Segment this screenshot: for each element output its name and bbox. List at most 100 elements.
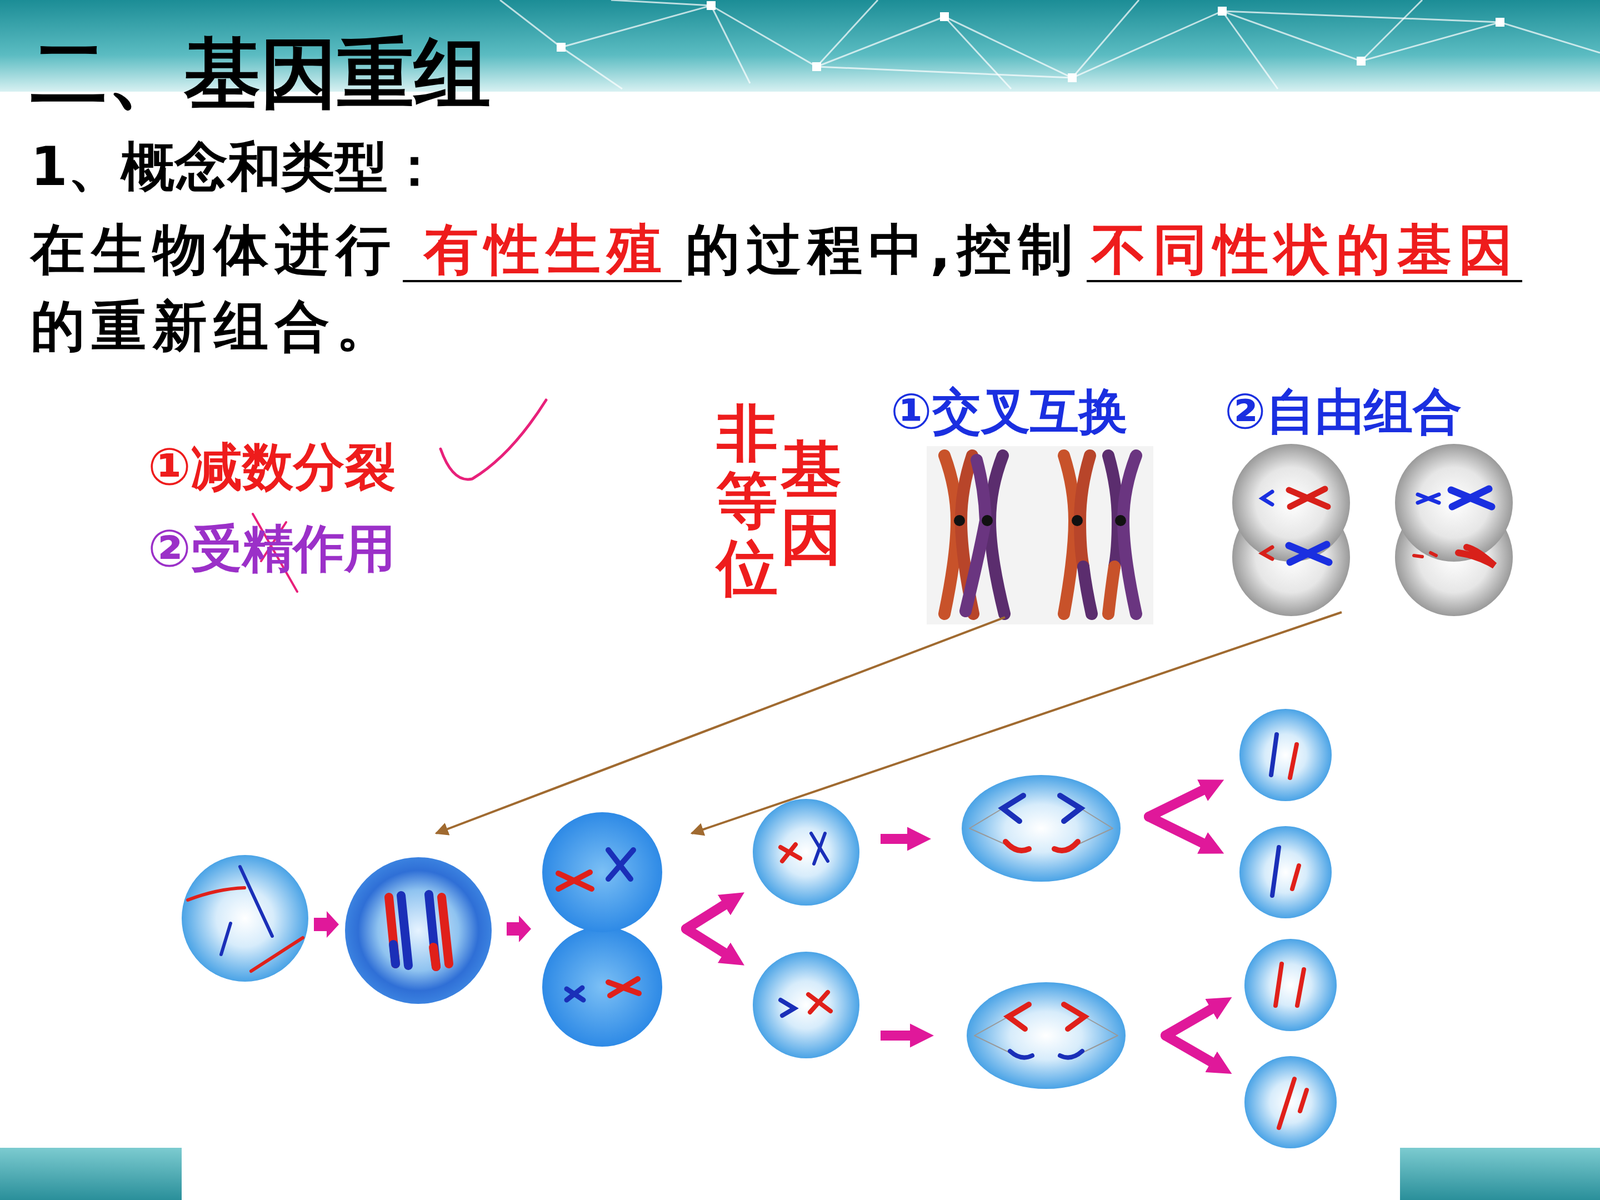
picture-ground <box>926 446 1154 625</box>
branch-arm <box>1165 1004 1220 1036</box>
centromere <box>953 515 965 527</box>
cell <box>1239 708 1332 802</box>
cell <box>1395 443 1513 562</box>
network-dot <box>1217 6 1227 16</box>
chromosomes <box>558 850 639 1000</box>
network-dot <box>940 12 949 22</box>
branch-arm <box>1148 816 1212 848</box>
chromosome <box>780 1000 795 1016</box>
branch-arm <box>1148 786 1212 817</box>
network-dots <box>556 1 1505 83</box>
cell <box>542 926 663 1047</box>
option-text: ②受精作用 <box>147 518 396 580</box>
network-line <box>500 0 1600 78</box>
chromosome <box>428 894 437 967</box>
chromosome <box>1275 963 1282 1006</box>
section-heading: 1、概念和类型： <box>30 135 442 199</box>
branch-arrow <box>686 900 733 958</box>
free-combination-picture <box>1232 443 1513 617</box>
answer-blank: 不同性状的基因 <box>1091 217 1520 283</box>
callout-shape <box>624 296 1543 647</box>
chromosome <box>441 897 449 964</box>
cell <box>1244 1056 1337 1149</box>
chromosome <box>1278 1078 1295 1128</box>
callout-box: ①减数分裂 ②受精作用 <box>79 400 509 603</box>
chromosome <box>1271 734 1277 775</box>
chromosome <box>388 897 396 964</box>
network-pattern <box>500 0 1600 89</box>
chromosome <box>187 887 245 900</box>
branch-arm <box>686 928 733 958</box>
sentence-text: 在生物体进行 <box>30 217 398 283</box>
chromatid <box>944 455 957 614</box>
option-text: ①减数分裂 <box>147 436 396 498</box>
spindle <box>969 808 1113 845</box>
check-mark <box>440 400 547 480</box>
chromosome <box>240 866 273 937</box>
footer-bar <box>1400 1147 1600 1200</box>
chromosome <box>1288 488 1328 507</box>
chromatid <box>1083 566 1092 614</box>
chromosomes <box>187 866 303 972</box>
chromatid <box>965 460 986 612</box>
network-line <box>611 0 1500 78</box>
network-dot <box>706 1 716 10</box>
sentence-text: 的过程中,控制 <box>685 217 1080 283</box>
meiosis-sequence <box>181 708 1337 1149</box>
slide-title: 二、基因重组 <box>30 27 491 120</box>
leader-line <box>691 612 1342 834</box>
chromatid <box>1063 455 1075 614</box>
cell <box>181 855 309 982</box>
cell <box>345 857 492 1004</box>
step-arrow <box>880 1030 920 1041</box>
cell <box>752 798 860 906</box>
chromosome <box>566 987 584 1000</box>
callout-box: 非等位基因①交叉互换②自由组合 <box>624 357 1543 647</box>
cell <box>966 982 1126 1089</box>
step-arrow <box>506 915 532 943</box>
chromosome <box>1008 1004 1029 1029</box>
chromosome <box>1458 547 1495 566</box>
branch-arm <box>686 900 733 929</box>
chromosome <box>1002 795 1024 822</box>
chromosome <box>558 872 592 889</box>
vertical-heading: 非等位 <box>716 400 778 602</box>
cell <box>1232 443 1350 562</box>
branch-arrow <box>1165 1004 1220 1067</box>
chromosome-pair <box>1063 455 1137 614</box>
spindle <box>974 1016 1118 1053</box>
chromosome <box>1300 1090 1307 1112</box>
chromosome-pair <box>944 455 1005 614</box>
branch-arm <box>1165 1035 1220 1067</box>
chromosome <box>1290 744 1297 778</box>
chromosome <box>780 844 800 862</box>
chromosome-segment <box>433 947 437 967</box>
chromosomes <box>388 894 449 967</box>
chromosome <box>401 895 409 966</box>
chromosome <box>1010 1051 1033 1058</box>
chromosome <box>1272 847 1279 896</box>
option-text: ①交叉互换 <box>890 382 1128 442</box>
step-arrow <box>313 911 339 938</box>
chromosome <box>1413 552 1437 557</box>
chromosome <box>251 937 303 972</box>
chromosomes <box>1271 734 1307 1128</box>
centromere <box>981 515 993 527</box>
chromosome <box>1060 1051 1083 1058</box>
footer-bar <box>0 1147 182 1200</box>
chromatid <box>1108 566 1115 614</box>
chromosome <box>221 923 231 955</box>
leader-line <box>436 617 1005 834</box>
chromosome <box>1297 969 1304 1006</box>
chromosome <box>1451 488 1492 507</box>
callout-shape <box>79 282 510 603</box>
chromosome <box>1054 841 1078 851</box>
chromatid <box>1123 455 1137 614</box>
crossover-picture <box>926 446 1154 625</box>
branch-arrow <box>1148 786 1212 848</box>
chromosome <box>1262 547 1273 559</box>
chromosome <box>1262 491 1273 505</box>
chromosomes <box>974 1004 1118 1058</box>
network-dot <box>812 62 822 72</box>
